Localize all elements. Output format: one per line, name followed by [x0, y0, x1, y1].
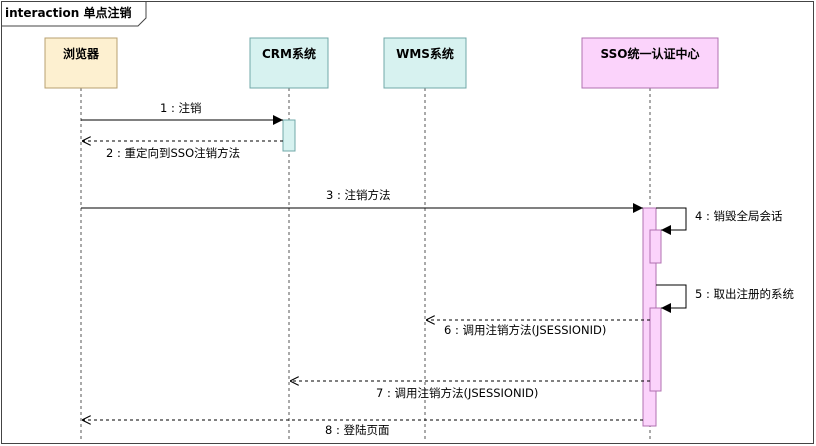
activation-crm — [282, 119, 296, 152]
lifeline-label-browser: 浏览器 — [63, 46, 100, 61]
lifeline-label-crm: CRM系统 — [262, 46, 316, 61]
lifeline-label-wms: WMS系统 — [396, 46, 454, 61]
message-3-label: 3 : 注销方法 — [326, 188, 391, 202]
lifeline-head-sso[interactable]: SSO统一认证中心 — [581, 37, 719, 89]
message-4-label: 4 : 销毁全局会话 — [695, 209, 783, 223]
message-5-label: 5 : 取出注册的系统 — [695, 287, 795, 301]
frame-title: interaction 单点注销 — [5, 5, 131, 20]
activation-sso-nested-1 — [649, 229, 662, 264]
frame-title-tab — [1, 1, 147, 27]
lifeline-head-browser[interactable]: 浏览器 — [44, 37, 118, 89]
message-1-label: 1 : 注销 — [160, 101, 202, 115]
message-7-label: 7 : 调用注销方法(JSESSIONID) — [376, 386, 538, 400]
message-8-label: 8 : 登陆页面 — [325, 423, 390, 437]
message-2-label: 2 : 重定向到SSO注销方法 — [106, 146, 240, 160]
lifeline-label-sso: SSO统一认证中心 — [601, 46, 700, 61]
message-5-arrow — [656, 284, 687, 313]
message-4-arrow — [656, 207, 687, 235]
lifeline-head-crm[interactable]: CRM系统 — [249, 37, 329, 89]
lifeline-head-wms[interactable]: WMS系统 — [383, 37, 467, 89]
message-6-label: 6 : 调用注销方法(JSESSIONID) — [444, 323, 606, 337]
activation-sso-nested-2 — [649, 307, 662, 392]
